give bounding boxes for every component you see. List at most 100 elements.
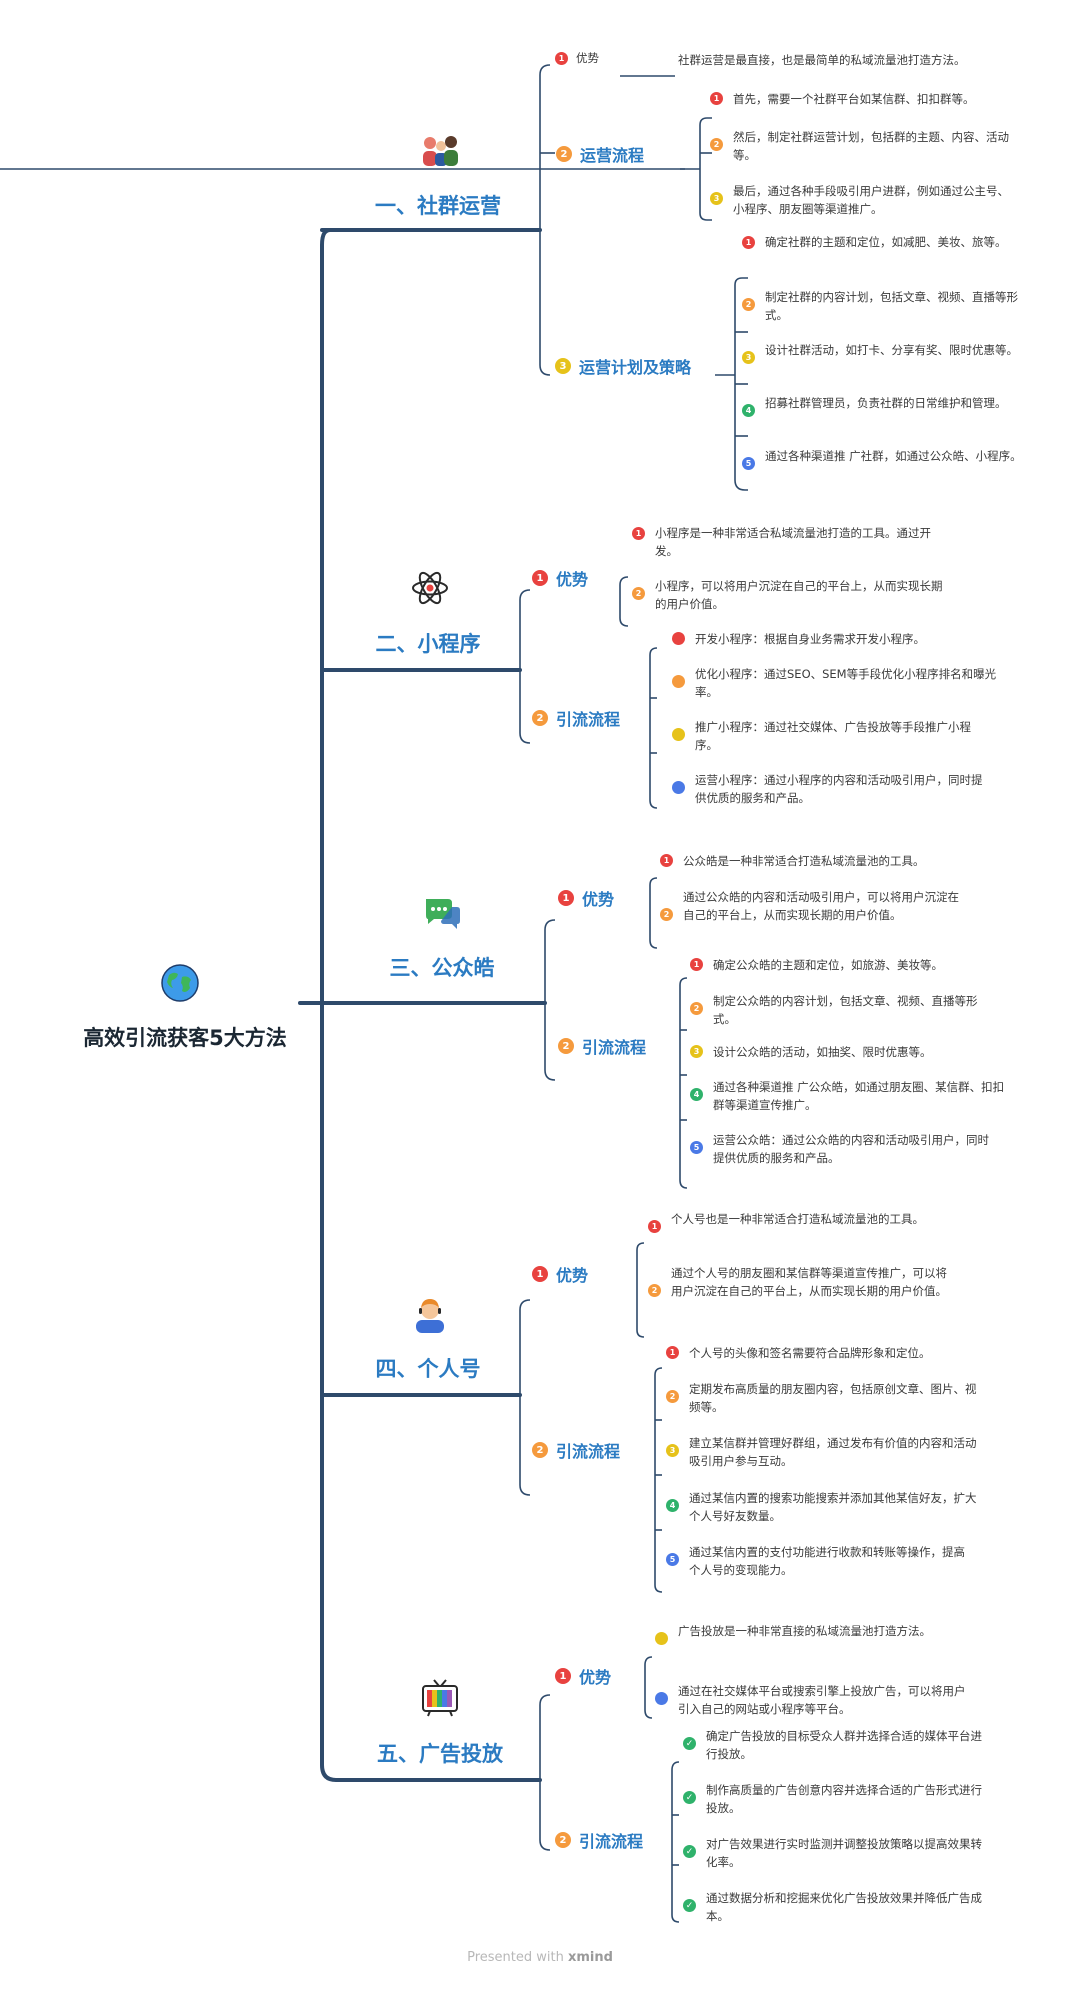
number-1-icon: 1	[632, 527, 645, 540]
number-2-icon: 2	[660, 908, 673, 921]
bullet-icon	[672, 675, 685, 688]
number-2-icon: 2	[710, 138, 723, 151]
number-5-icon: 5	[690, 1141, 703, 1154]
process-node[interactable]: 2 引流流程	[532, 706, 620, 730]
advantage-text: 社群运营是最直接，也是最简单的私域流量池打造方法。	[678, 53, 966, 67]
globe-icon	[161, 964, 199, 1002]
number-2-icon: 2	[666, 1390, 679, 1403]
list-item: 2 然后，制定社群运营计划，包括群的主题、内容、活动等。	[710, 128, 1010, 164]
list-item: 2 制定公众皓的内容计划，包括文章、视频、直播等形式。	[690, 992, 990, 1028]
atom-icon	[412, 571, 448, 605]
bullet-icon	[655, 1692, 668, 1705]
bullet-icon	[672, 781, 685, 794]
list-item: ✓ 对广告效果进行实时监测并调整投放策略以提高效果转化率。	[683, 1835, 993, 1871]
number-1-icon: 1	[648, 1220, 661, 1233]
number-1-icon: 1	[532, 1266, 548, 1282]
number-1-icon: 1	[532, 570, 548, 586]
bullet-icon	[672, 632, 685, 645]
section-title: 三、公众皓	[389, 956, 495, 980]
list-item: ✓ 制作高质量的广告创意内容并选择合适的广告形式进行投放。	[683, 1781, 993, 1817]
person-icon	[416, 1299, 444, 1333]
number-1-icon: 1	[666, 1346, 679, 1359]
list-item: 3 最后，通过各种手段吸引用户进群，例如通过公主号、小程序、朋友圈等渠道推广。	[710, 182, 1015, 218]
process-node[interactable]: 2 运营流程	[556, 142, 644, 166]
number-1-icon: 1	[742, 236, 755, 249]
section-title: 四、个人号	[375, 1357, 481, 1381]
number-5-icon: 5	[742, 457, 755, 470]
check-icon: ✓	[683, 1899, 696, 1912]
root-title: 高效引流获客5大方法	[83, 1026, 287, 1050]
list-item: 5 通过某信内置的支付功能进行收款和转账等操作，提高个人号的变现能力。	[666, 1543, 976, 1579]
number-3-icon: 3	[742, 351, 755, 364]
list-item: 3 建立某信群并管理好群组，通过发布有价值的内容和活动吸引用户参与互动。	[666, 1434, 986, 1470]
list-item: ✓ 确定广告投放的目标受众人群并选择合适的媒体平台进行投放。	[683, 1727, 993, 1763]
list-item: 1 确定公众皓的主题和定位，如旅游、美妆等。	[690, 956, 1020, 974]
list-item: 开发小程序：根据自身业务需求开发小程序。	[672, 630, 1012, 648]
check-icon: ✓	[683, 1791, 696, 1804]
number-4-icon: 4	[742, 404, 755, 417]
number-2-icon: 2	[555, 1832, 571, 1848]
number-2-icon: 2	[556, 146, 572, 162]
list-item: 1 公众皓是一种非常适合打造私域流量池的工具。	[660, 852, 1000, 870]
list-item: 2 定期发布高质量的朋友圈内容，包括原创文章、图片、视频等。	[666, 1380, 986, 1416]
number-1-icon: 1	[558, 890, 574, 906]
list-item: 4 通过某信内置的搜索功能搜索并添加其他某信好友，扩大个人号好友数量。	[666, 1489, 986, 1525]
list-item: 推广小程序：通过社交媒体、广告投放等手段推广小程序。	[672, 718, 992, 754]
list-item: 4 通过各种渠道推 广公众皓，如通过朋友圈、某信群、扣扣群等渠道宣传推广。	[690, 1078, 1005, 1114]
list-item: 5 通过各种渠道推 广社群，如通过公众皓、小程序。	[742, 447, 1022, 470]
footer-watermark: Presented with xmind	[467, 1950, 613, 1965]
tv-icon	[422, 1679, 458, 1717]
list-item: 1 个人号的头像和签名需要符合品牌形象和定位。	[666, 1344, 1006, 1362]
number-2-icon: 2	[742, 298, 755, 311]
list-item: 广告投放是一种非常直接的私域流量池打造方法。	[655, 1622, 955, 1645]
advantage-node[interactable]: 1 优势	[555, 1664, 611, 1688]
number-4-icon: 4	[690, 1088, 703, 1101]
list-item: 1 首先，需要一个社群平台如某信群、扣扣群等。	[710, 90, 1020, 108]
list-item: 2 制定社群的内容计划，包括文章、视频、直播等形式。	[742, 288, 1022, 324]
advantage-node[interactable]: 1 优势	[555, 50, 599, 66]
check-icon: ✓	[683, 1737, 696, 1750]
section-title: 一、社群运营	[375, 194, 501, 218]
number-2-icon: 2	[532, 710, 548, 726]
list-item: ✓ 通过数据分析和挖掘来优化广告投放效果并降低广告成本。	[683, 1889, 993, 1925]
strategy-node[interactable]: 3 运营计划及策略	[555, 354, 691, 378]
people-icon	[423, 136, 458, 166]
advantage-node[interactable]: 1 优势	[532, 566, 588, 590]
list-item: 通过在社交媒体平台或搜索引擎上投放广告，可以将用户引入自己的网站或小程序等平台。	[655, 1682, 975, 1718]
list-item: 1 小程序是一种非常适合私域流量池打造的工具。通过开发。	[632, 524, 952, 560]
list-item: 2 通过公众皓的内容和活动吸引用户，可以将用户沉淀在自己的平台上，从而实现长期的…	[660, 888, 960, 924]
advantage-node[interactable]: 1 优势	[532, 1262, 588, 1286]
list-item: 1 确定社群的主题和定位，如减肥、美妆、旅等。	[742, 233, 1022, 251]
number-1-icon: 1	[555, 51, 568, 65]
number-1-icon: 1	[660, 854, 673, 867]
process-node[interactable]: 2 引流流程	[532, 1438, 620, 1462]
list-item: 3 设计公众皓的活动，如抽奖、限时优惠等。	[690, 1043, 1010, 1061]
advantage-node[interactable]: 1 优势	[558, 886, 614, 910]
list-item: 4 招募社群管理员，负责社群的日常维护和管理。	[742, 394, 1022, 417]
list-item: 2 小程序，可以将用户沉淀在自己的平台上，从而实现长期的用户价值。	[632, 577, 952, 613]
list-item: 1 个人号也是一种非常适合打造私域流量池的工具。	[648, 1210, 938, 1233]
number-4-icon: 4	[666, 1499, 679, 1512]
list-item: 优化小程序：通过SEO、SEM等手段优化小程序排名和曝光率。	[672, 665, 1002, 701]
process-node[interactable]: 2 引流流程	[555, 1828, 643, 1852]
bullet-icon	[655, 1632, 668, 1645]
list-item: 3 设计社群活动，如打卡、分享有奖、限时优惠等。	[742, 341, 1022, 364]
number-5-icon: 5	[666, 1553, 679, 1566]
number-1-icon: 1	[690, 958, 703, 971]
list-item: 5 运营公众皓：通过公众皓的内容和活动吸引用户，同时提供优质的服务和产品。	[690, 1131, 990, 1167]
number-2-icon: 2	[632, 587, 645, 600]
list-item: 2 通过个人号的朋友圈和某信群等渠道宣传推广，可以将用户沉淀在自己的平台上，从而…	[648, 1264, 948, 1300]
list-item: 运营小程序：通过小程序的内容和活动吸引用户，同时提供优质的服务和产品。	[672, 771, 992, 807]
process-node[interactable]: 2 引流流程	[558, 1034, 646, 1058]
number-3-icon: 3	[666, 1444, 679, 1457]
number-2-icon: 2	[690, 1002, 703, 1015]
check-icon: ✓	[683, 1845, 696, 1858]
number-2-icon: 2	[558, 1038, 574, 1054]
number-3-icon: 3	[710, 192, 723, 205]
xmind-logo: xmind	[567, 1950, 613, 1965]
section-title: 二、小程序	[375, 632, 481, 656]
bullet-icon	[672, 728, 685, 741]
number-3-icon: 3	[555, 358, 571, 374]
number-2-icon: 2	[532, 1442, 548, 1458]
